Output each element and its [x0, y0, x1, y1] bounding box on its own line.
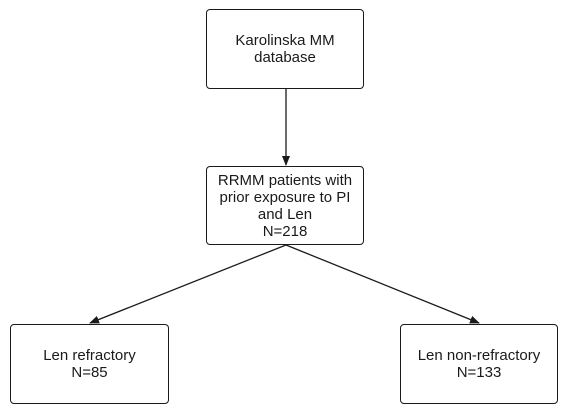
non-refractory-count: N=133 — [456, 364, 502, 381]
box-text-line: RRMM patients with — [217, 171, 353, 189]
arrow-cohort-to-refractory — [89, 244, 287, 324]
arrow-cohort-to-non-refractory — [285, 244, 480, 324]
cohort-count: N=218 — [262, 222, 308, 240]
len-non-refractory-box: Len non-refractory N=133 — [400, 324, 558, 404]
box-text-line: and Len — [257, 205, 313, 223]
box-text-line: Len refractory — [43, 347, 136, 364]
karolinska-database-box: Karolinska MM database — [206, 9, 364, 89]
len-refractory-box: Len refractory N=85 — [10, 324, 169, 404]
box-text-line: database — [254, 49, 316, 66]
refractory-count: N=85 — [71, 364, 108, 381]
box-text-line: prior exposure to PI — [219, 188, 351, 206]
box-text-line: Len non-refractory — [417, 347, 541, 364]
box-text-line: Karolinska MM — [235, 32, 335, 49]
rrmm-cohort-box: RRMM patients with prior exposure to PI … — [206, 166, 364, 245]
